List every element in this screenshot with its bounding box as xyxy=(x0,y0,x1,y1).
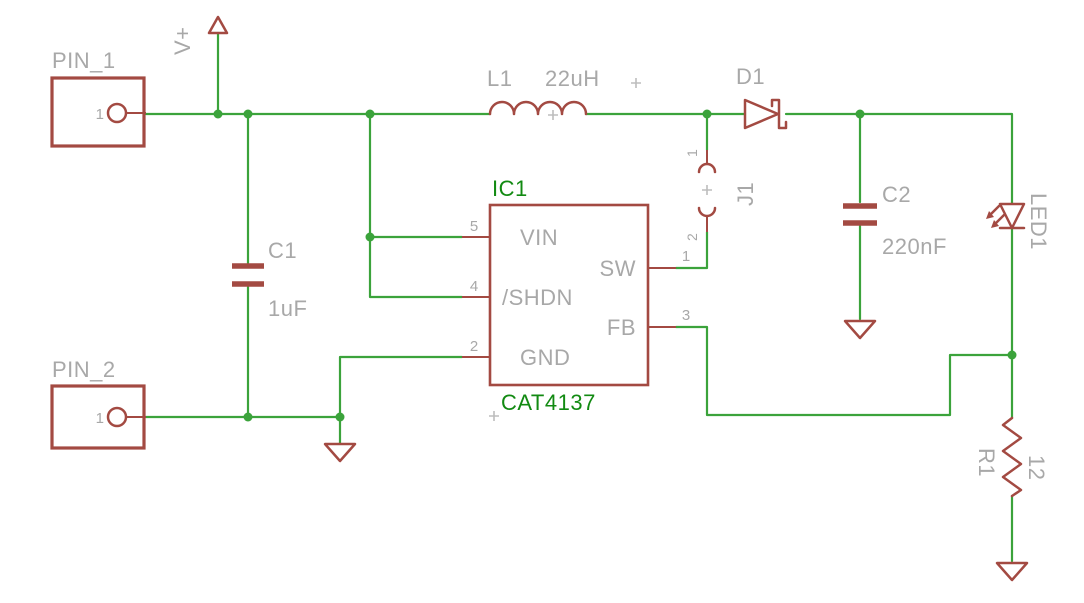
j1-pin1-number: 1 xyxy=(684,149,700,157)
led1-name: LED1 xyxy=(1026,193,1051,250)
d1-schottky-bar-icon xyxy=(770,98,788,130)
l1-origin-cross xyxy=(548,110,558,120)
d1-name: D1 xyxy=(736,64,765,89)
ic1-pin-number-1: 1 xyxy=(682,248,690,265)
pin1-pad-circle xyxy=(106,102,128,124)
j1-name: J1 xyxy=(733,182,758,206)
l1-value: 22uH xyxy=(545,66,600,91)
pin1-pad-number: 1 xyxy=(96,106,104,123)
j1-pad1-icon xyxy=(697,162,717,174)
junction-dot xyxy=(702,109,712,119)
ic1-origin-cross xyxy=(489,411,499,421)
pin2-pad-circle xyxy=(106,406,128,428)
l1-value-origin-cross xyxy=(631,78,641,88)
ic1-pin-number-5: 5 xyxy=(470,218,478,235)
junction-dot xyxy=(335,412,345,422)
ic1-value: CAT4137 xyxy=(501,390,596,415)
r1-zigzag-icon xyxy=(1001,416,1023,498)
vplus-triangle-icon xyxy=(207,15,229,35)
junction-dot xyxy=(365,232,375,242)
led1-triangle-icon xyxy=(998,202,1026,230)
r1-value: 12 xyxy=(1024,455,1049,480)
pin2-connector[interactable]: PIN_2 1 xyxy=(50,357,146,450)
j1-pad2-icon xyxy=(697,206,717,218)
led1-diode[interactable]: LED1 xyxy=(986,193,1051,250)
pin1-name: PIN_1 xyxy=(52,48,116,73)
wire-sw-to-j1[interactable] xyxy=(674,230,709,270)
r1-name: R1 xyxy=(974,448,999,477)
ic1-pin-label-fb: FB xyxy=(607,315,636,340)
wire-fb-net[interactable] xyxy=(674,325,1014,417)
ic1-pin-number-3: 3 xyxy=(682,307,690,324)
junction-dot xyxy=(365,109,375,119)
r1-resistor[interactable]: R1 12 xyxy=(974,416,1049,498)
c1-name: C1 xyxy=(268,238,297,263)
vplus-label: V+ xyxy=(170,26,195,55)
ic1-name: IC1 xyxy=(492,176,528,201)
pin2-name: PIN_2 xyxy=(52,357,116,382)
gnd-symbol-c2[interactable] xyxy=(843,319,877,340)
j1-pin2-number: 2 xyxy=(684,233,700,241)
l1-coil-icon xyxy=(488,100,588,116)
d1-triangle-icon xyxy=(743,98,780,130)
j1-origin-cross xyxy=(702,185,712,195)
d1-diode[interactable]: D1 xyxy=(736,64,788,130)
c1-value: 1uF xyxy=(268,296,307,321)
gnd-triangle-icon xyxy=(323,442,357,463)
gnd-triangle-icon xyxy=(995,561,1029,582)
ic1-pin-label-vin: VIN xyxy=(520,225,558,250)
junction-dot xyxy=(213,109,223,119)
wire-ic-feed[interactable] xyxy=(368,112,464,299)
gnd-symbol-r1[interactable] xyxy=(995,561,1029,582)
gnd-triangle-icon xyxy=(843,319,877,340)
junction-dots xyxy=(213,109,1017,422)
junction-dot xyxy=(855,109,865,119)
junction-dot xyxy=(243,109,253,119)
led1-arrow1-head xyxy=(986,211,994,219)
ic1-body xyxy=(488,203,650,387)
c2-capacitor[interactable]: C2 220nF xyxy=(843,182,947,259)
pin2-pad-number: 1 xyxy=(96,410,104,427)
pin1-connector[interactable]: PIN_1 1 xyxy=(50,48,146,148)
l1-inductor[interactable]: L1 22uH xyxy=(487,66,641,120)
gnd-symbol-input[interactable] xyxy=(323,442,357,463)
ic1-chip[interactable]: IC1 CAT4137 VIN /SHDN GND SW FB 5 4 2 1 … xyxy=(462,176,690,421)
j1-jumper[interactable]: J1 1 2 xyxy=(684,149,758,241)
led1-arrow2-head xyxy=(991,220,999,228)
c1-capacitor[interactable]: C1 1uF xyxy=(232,238,307,321)
c2-name: C2 xyxy=(882,182,911,207)
junction-dot xyxy=(243,412,253,422)
ic1-pin-number-4: 4 xyxy=(470,278,478,295)
wire-gnd-pin[interactable] xyxy=(338,355,464,445)
vplus-supply-symbol[interactable]: V+ xyxy=(170,15,229,55)
ic1-pin-label-sw: SW xyxy=(600,256,636,281)
l1-name: L1 xyxy=(487,66,512,91)
junction-dot xyxy=(1007,350,1017,360)
c2-value: 220nF xyxy=(882,234,947,259)
ic1-pin-label-shdn: /SHDN xyxy=(502,285,573,310)
ic1-pin-number-2: 2 xyxy=(470,338,478,355)
ic1-pin-label-gnd: GND xyxy=(520,345,570,370)
